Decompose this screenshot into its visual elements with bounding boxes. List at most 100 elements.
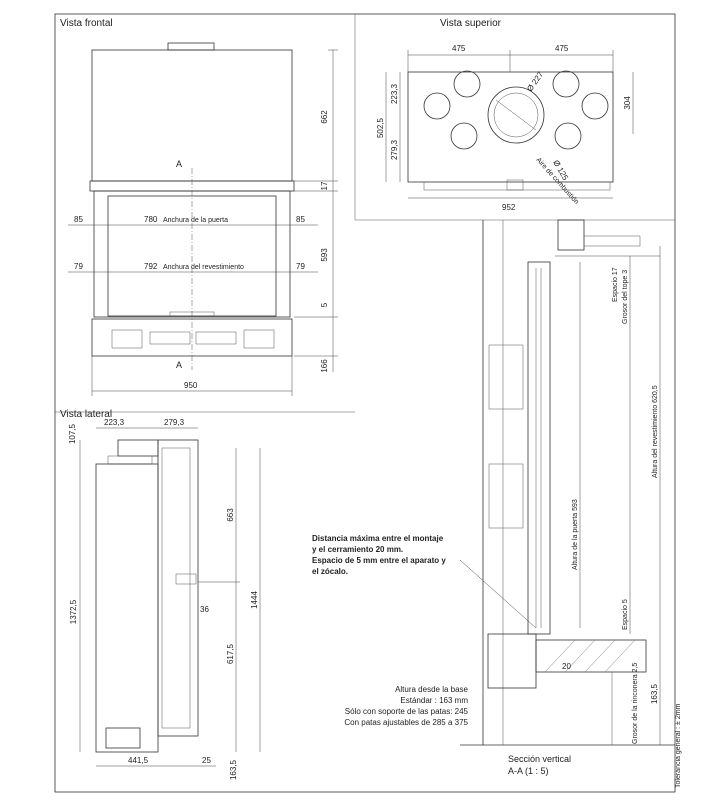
front-dim-166: 166: [320, 359, 329, 373]
side-view: 223,3 279,3 107,5 1372,5 663 1444 617,5 …: [68, 418, 261, 780]
front-dim-5: 5: [320, 302, 329, 307]
top-vent-6: [554, 122, 582, 150]
front-dim-79-left: 79: [74, 262, 83, 271]
side-dim-1444: 1444: [250, 591, 259, 609]
section-shelf-20: 20: [562, 662, 571, 671]
section-gap17: Espacio 17: [612, 267, 619, 302]
base-height-line-2: Sólo con soporte de las patas: 245: [344, 707, 468, 716]
front-base-vent-3: [195, 331, 237, 345]
top-dim-collar: Ø 227: [525, 70, 545, 93]
front-section-mark-bottom: A: [176, 360, 182, 370]
mounting-note-line-1: Distancia máxima entre el montaje: [312, 534, 444, 543]
front-dim-85-right: 85: [296, 215, 305, 224]
side-base-block: [105, 727, 141, 749]
side-dim-163: 163,5: [229, 759, 238, 780]
side-dim-617: 617,5: [226, 643, 235, 664]
mounting-note-line-3: Espacio de 5 mm entre el aparato y: [312, 556, 446, 565]
section-door-height: Altura de la puerta 593: [572, 499, 579, 570]
base-height-title: Altura desde la base: [395, 685, 468, 694]
side-front-frame: [161, 447, 191, 729]
section-tolerance: Tolerancia general : ± 2mm: [675, 703, 682, 788]
top-view-title: Vista superior: [440, 18, 502, 29]
base-height-note: Altura desde la base Estándar : 163 mm S…: [290, 684, 468, 728]
top-rear-plate: [423, 181, 611, 191]
section-mantel-hatch-3: [584, 639, 616, 673]
front-dim-593: 593: [320, 248, 329, 262]
base-height-line-1: Estándar : 163 mm: [400, 696, 468, 705]
side-view-title: Vista lateral: [60, 409, 112, 420]
section-cladding-height: Altura del revestimiento 620,5: [652, 385, 659, 478]
top-dim-223: 223,3: [390, 83, 399, 104]
front-view: A A 662 17 593 5 166 85 780 Anchura de l…: [68, 42, 338, 396]
side-door-latch: [175, 573, 197, 585]
section-top-ledge: [583, 235, 641, 247]
section-top-assembly: [557, 219, 585, 251]
top-dim-279: 279,3: [390, 139, 399, 160]
front-dim-950: 950: [184, 381, 198, 390]
top-flue-cross: [495, 99, 537, 131]
section-scale: A-A (1 : 5): [508, 766, 549, 776]
section-gap5: Espacio 5: [622, 599, 629, 630]
front-dim-792-label: Anchura del revestimiento: [163, 264, 244, 271]
side-dim-279: 279,3: [164, 418, 185, 427]
section-insulation-1: [488, 344, 524, 410]
mounting-note-line-4: el zócalo.: [312, 567, 349, 576]
side-dim-1372: 1372,5: [69, 599, 78, 624]
front-view-title: Vista frontal: [60, 18, 113, 29]
top-dim-502: 502,5: [376, 117, 385, 138]
front-dim-780: 780: [144, 215, 158, 224]
side-dim-663: 663: [226, 508, 235, 522]
front-dim-662: 662: [320, 110, 329, 124]
front-dim-79-right: 79: [296, 262, 305, 271]
front-dim-780-label: Anchura de la puerta: [163, 217, 228, 224]
section-base-height: 163,5: [650, 683, 659, 704]
section-mantel-hatch-1: [544, 639, 576, 673]
front-dim-85-left: 85: [74, 215, 83, 224]
top-vent-4: [552, 70, 580, 98]
top-flue-inner: [493, 92, 539, 138]
side-body: [95, 463, 159, 753]
section-insulation-2: [488, 463, 524, 529]
front-base-vent-1: [111, 329, 143, 349]
side-hood: [107, 455, 153, 465]
section-view: Espacio 17 Grosor del tope 3 Altura del …: [459, 219, 682, 788]
front-section-mark-top: A: [176, 159, 182, 169]
front-dim-792: 792: [144, 262, 158, 271]
top-dim-304: 304: [623, 96, 632, 110]
side-dim-107: 107,5: [68, 423, 77, 444]
section-door-frame: [527, 261, 551, 635]
section-mantel-hatch-2: [564, 639, 596, 673]
mounting-note: Distancia máxima entre el montaje y el c…: [312, 533, 460, 577]
base-height-line-3: Con patas ajustables de 285 a 375: [344, 718, 468, 727]
front-base-vent-4: [243, 329, 275, 349]
top-vent-1: [423, 92, 451, 120]
top-view: 475 475 223,3 502,5 279,3 304 Ø 227 Ø 12…: [376, 44, 634, 212]
section-top-thickness: Grosor del tope 3: [622, 270, 629, 324]
top-dim-475-left: 475: [452, 44, 466, 53]
front-upper-hood: [91, 49, 293, 182]
section-rail-thickness: Grosor de la rinconera 2,5: [632, 663, 639, 744]
section-title: Sección vertical: [508, 754, 571, 764]
top-flue-collar: [487, 86, 545, 144]
top-vent-3: [450, 122, 478, 150]
top-body: [407, 71, 614, 183]
top-dim-475-right: 475: [555, 44, 569, 53]
top-vent-2: [453, 70, 481, 98]
section-mantel-hatch-4: [604, 639, 636, 673]
section-base-block: [487, 633, 537, 689]
side-flue-collar: [117, 439, 159, 457]
side-dim-223: 223,3: [104, 418, 125, 427]
front-dim-17: 17: [320, 181, 329, 190]
front-flue-collar: [167, 42, 215, 51]
side-front-panel: [157, 439, 199, 737]
side-dim-36: 36: [200, 605, 209, 614]
mounting-note-line-2: y el cerramiento 20 mm.: [312, 545, 404, 554]
top-air-inlet: [506, 179, 524, 191]
front-base-vent-2: [149, 331, 191, 345]
sheet-border: [54, 13, 676, 793]
top-vent-5: [581, 92, 609, 120]
side-dim-25: 25: [202, 756, 211, 765]
side-dim-441: 441,5: [128, 756, 149, 765]
note-leader: [459, 559, 537, 629]
